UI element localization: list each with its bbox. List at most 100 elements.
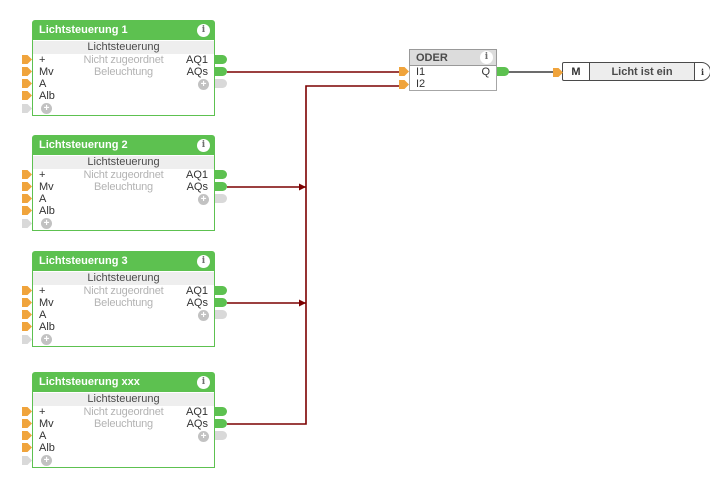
input-label-alb: Alb (39, 90, 55, 102)
output-label-aqs: AQs (186, 181, 208, 193)
param-text: Beleuchtung (94, 418, 153, 430)
input-connector-mv[interactable] (22, 298, 32, 307)
input-connector-i1[interactable] (399, 67, 409, 76)
output-connector-q[interactable] (497, 67, 509, 76)
input-connector-plus[interactable] (22, 55, 32, 64)
output-connector-aqs[interactable] (215, 67, 227, 76)
output-connector-spare[interactable] (215, 431, 227, 440)
block-row: + Nicht zugeordnet AQ1 (33, 54, 214, 66)
block-row: + Nicht zugeordnet AQ1 (33, 406, 214, 418)
memory-output-block[interactable]: M Licht ist ein i (553, 62, 710, 81)
block-header[interactable]: Lichtsteuerung xxx i (32, 372, 215, 392)
input-connector-plus[interactable] (22, 407, 32, 416)
function-block-lichtsteuerung-2[interactable]: Lichtsteuerung 2 i Lichtsteuerung + Nich… (22, 135, 227, 231)
output-label-aqs: AQs (186, 297, 208, 309)
input-label-mv: Mv (39, 418, 54, 430)
add-input-button[interactable]: + (41, 217, 52, 229)
block-row: + Nicht zugeordnet AQ1 (33, 169, 214, 181)
info-icon[interactable]: i (197, 23, 210, 37)
input-connector-plus[interactable] (22, 286, 32, 295)
output-label-q: Q (481, 66, 490, 78)
block-body: I1 Q I2 (409, 66, 497, 91)
input-connector-mv[interactable] (22, 182, 32, 191)
input-label-i2: I2 (416, 78, 426, 90)
block-row: + Nicht zugeordnet AQ1 (33, 285, 214, 297)
block-title: Lichtsteuerung 1 (39, 24, 128, 36)
input-connector-alb[interactable] (22, 322, 32, 331)
input-connector-spare[interactable] (22, 104, 32, 113)
param-text: Beleuchtung (94, 66, 153, 78)
block-row: Mv Beleuchtung AQs (33, 297, 214, 309)
input-connector-mv[interactable] (22, 419, 32, 428)
info-icon[interactable]: i (480, 51, 493, 64)
wire-junction-arrow (299, 299, 306, 307)
block-header[interactable]: Lichtsteuerung 1 i (32, 20, 215, 40)
output-connector-aq1[interactable] (215, 55, 227, 64)
add-input-button[interactable]: + (41, 454, 52, 466)
input-label-alb: Alb (39, 321, 55, 333)
input-connector-spare[interactable] (22, 335, 32, 344)
input-connector-a[interactable] (22, 79, 32, 88)
function-block-lichtsteuerung-xxx[interactable]: Lichtsteuerung xxx i Lichtsteuerung + Ni… (22, 372, 227, 468)
input-connector-mv[interactable] (22, 67, 32, 76)
input-connector-alb[interactable] (22, 91, 32, 100)
memory-label: Licht ist ein (590, 63, 695, 80)
input-connector-a[interactable] (22, 194, 32, 203)
block-header[interactable]: Lichtsteuerung 2 i (32, 135, 215, 155)
function-block-lichtsteuerung-1[interactable]: Lichtsteuerung 1 i Lichtsteuerung + Nich… (22, 20, 227, 116)
output-connector-aqs[interactable] (215, 298, 227, 307)
block-header[interactable]: Lichtsteuerung 3 i (32, 251, 215, 271)
info-icon[interactable]: i (197, 138, 210, 152)
block-row: A + (33, 193, 214, 205)
add-output-button[interactable]: + (198, 78, 209, 90)
block-subtitle: Lichtsteuerung (33, 156, 214, 169)
output-connector-aq1[interactable] (215, 407, 227, 416)
wire-junction-arrow (299, 183, 306, 191)
input-label-a: A (39, 309, 47, 321)
block-row: + (33, 454, 214, 467)
output-connector-aqs[interactable] (215, 419, 227, 428)
input-connector-a[interactable] (22, 431, 32, 440)
info-icon[interactable]: i (197, 375, 210, 389)
add-output-button[interactable]: + (198, 193, 209, 205)
input-label-plus: + (39, 169, 46, 181)
wire-ls4-aqs-to-i2[interactable] (227, 85, 400, 425)
input-connector-alb[interactable] (22, 206, 32, 215)
block-body: Lichtsteuerung + Nicht zugeordnet AQ1 Mv… (32, 155, 215, 231)
output-connector-aq1[interactable] (215, 286, 227, 295)
block-row: A + (33, 78, 214, 90)
input-connector-alb[interactable] (22, 443, 32, 452)
output-connector-spare[interactable] (215, 310, 227, 319)
output-connector-aqs[interactable] (215, 182, 227, 191)
block-subtitle: Lichtsteuerung (33, 41, 214, 54)
input-connector-i2[interactable] (399, 80, 409, 89)
input-connector-spare[interactable] (22, 219, 32, 228)
function-block-lichtsteuerung-3[interactable]: Lichtsteuerung 3 i Lichtsteuerung + Nich… (22, 251, 227, 347)
input-label-i1: I1 (416, 66, 426, 78)
input-connector-a[interactable] (22, 310, 32, 319)
info-icon[interactable]: i (700, 66, 705, 77)
add-input-button[interactable]: + (41, 333, 52, 345)
info-icon[interactable]: i (197, 254, 210, 268)
output-connector-spare[interactable] (215, 79, 227, 88)
input-label-mv: Mv (39, 66, 54, 78)
output-connector-aq1[interactable] (215, 170, 227, 179)
block-header[interactable]: ODER i (409, 49, 497, 66)
output-label-aq1: AQ1 (185, 169, 208, 181)
block-row: Mv Beleuchtung AQs (33, 66, 214, 78)
input-connector-memory[interactable] (553, 68, 563, 77)
function-block-oder[interactable]: ODER i I1 Q I2 (399, 49, 509, 91)
add-output-button[interactable]: + (198, 430, 209, 442)
add-output-button[interactable]: + (198, 309, 209, 321)
block-subtitle: Lichtsteuerung (33, 272, 214, 285)
input-connector-spare[interactable] (22, 456, 32, 465)
input-label-a: A (39, 430, 47, 442)
input-connector-plus[interactable] (22, 170, 32, 179)
block-title: Lichtsteuerung xxx (39, 376, 140, 388)
param-text: Beleuchtung (94, 181, 153, 193)
input-label-plus: + (39, 54, 46, 66)
output-connector-spare[interactable] (215, 194, 227, 203)
block-title: ODER (416, 51, 448, 64)
add-input-button[interactable]: + (41, 102, 52, 114)
